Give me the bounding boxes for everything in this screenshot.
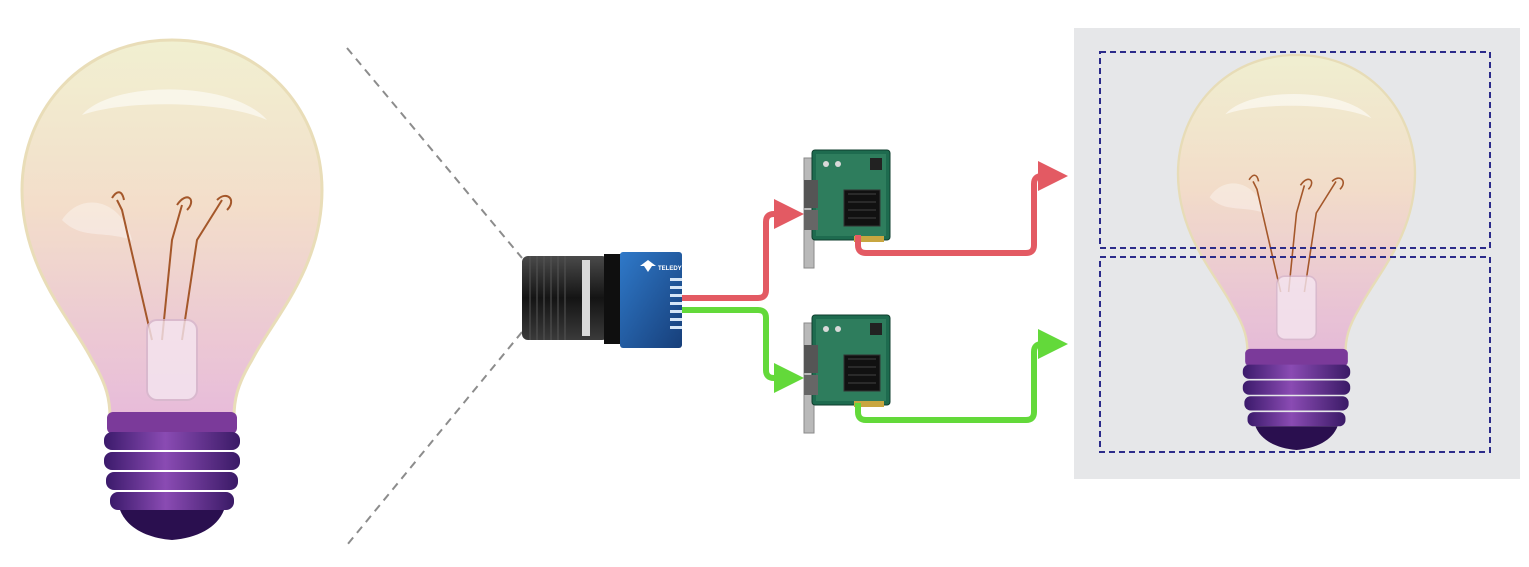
field-of-view-line-bottom	[347, 332, 522, 545]
frame-grabber-bottom	[804, 315, 890, 433]
field-of-view-line-top	[347, 48, 522, 258]
pcie-card-icon	[804, 315, 890, 433]
camera-brand-mark: TELEDYNE DALSA	[658, 266, 713, 272]
link-camera-to-top-card	[682, 214, 792, 298]
light-bulb-icon	[22, 40, 322, 540]
link-camera-to-bottom-card	[682, 310, 792, 378]
